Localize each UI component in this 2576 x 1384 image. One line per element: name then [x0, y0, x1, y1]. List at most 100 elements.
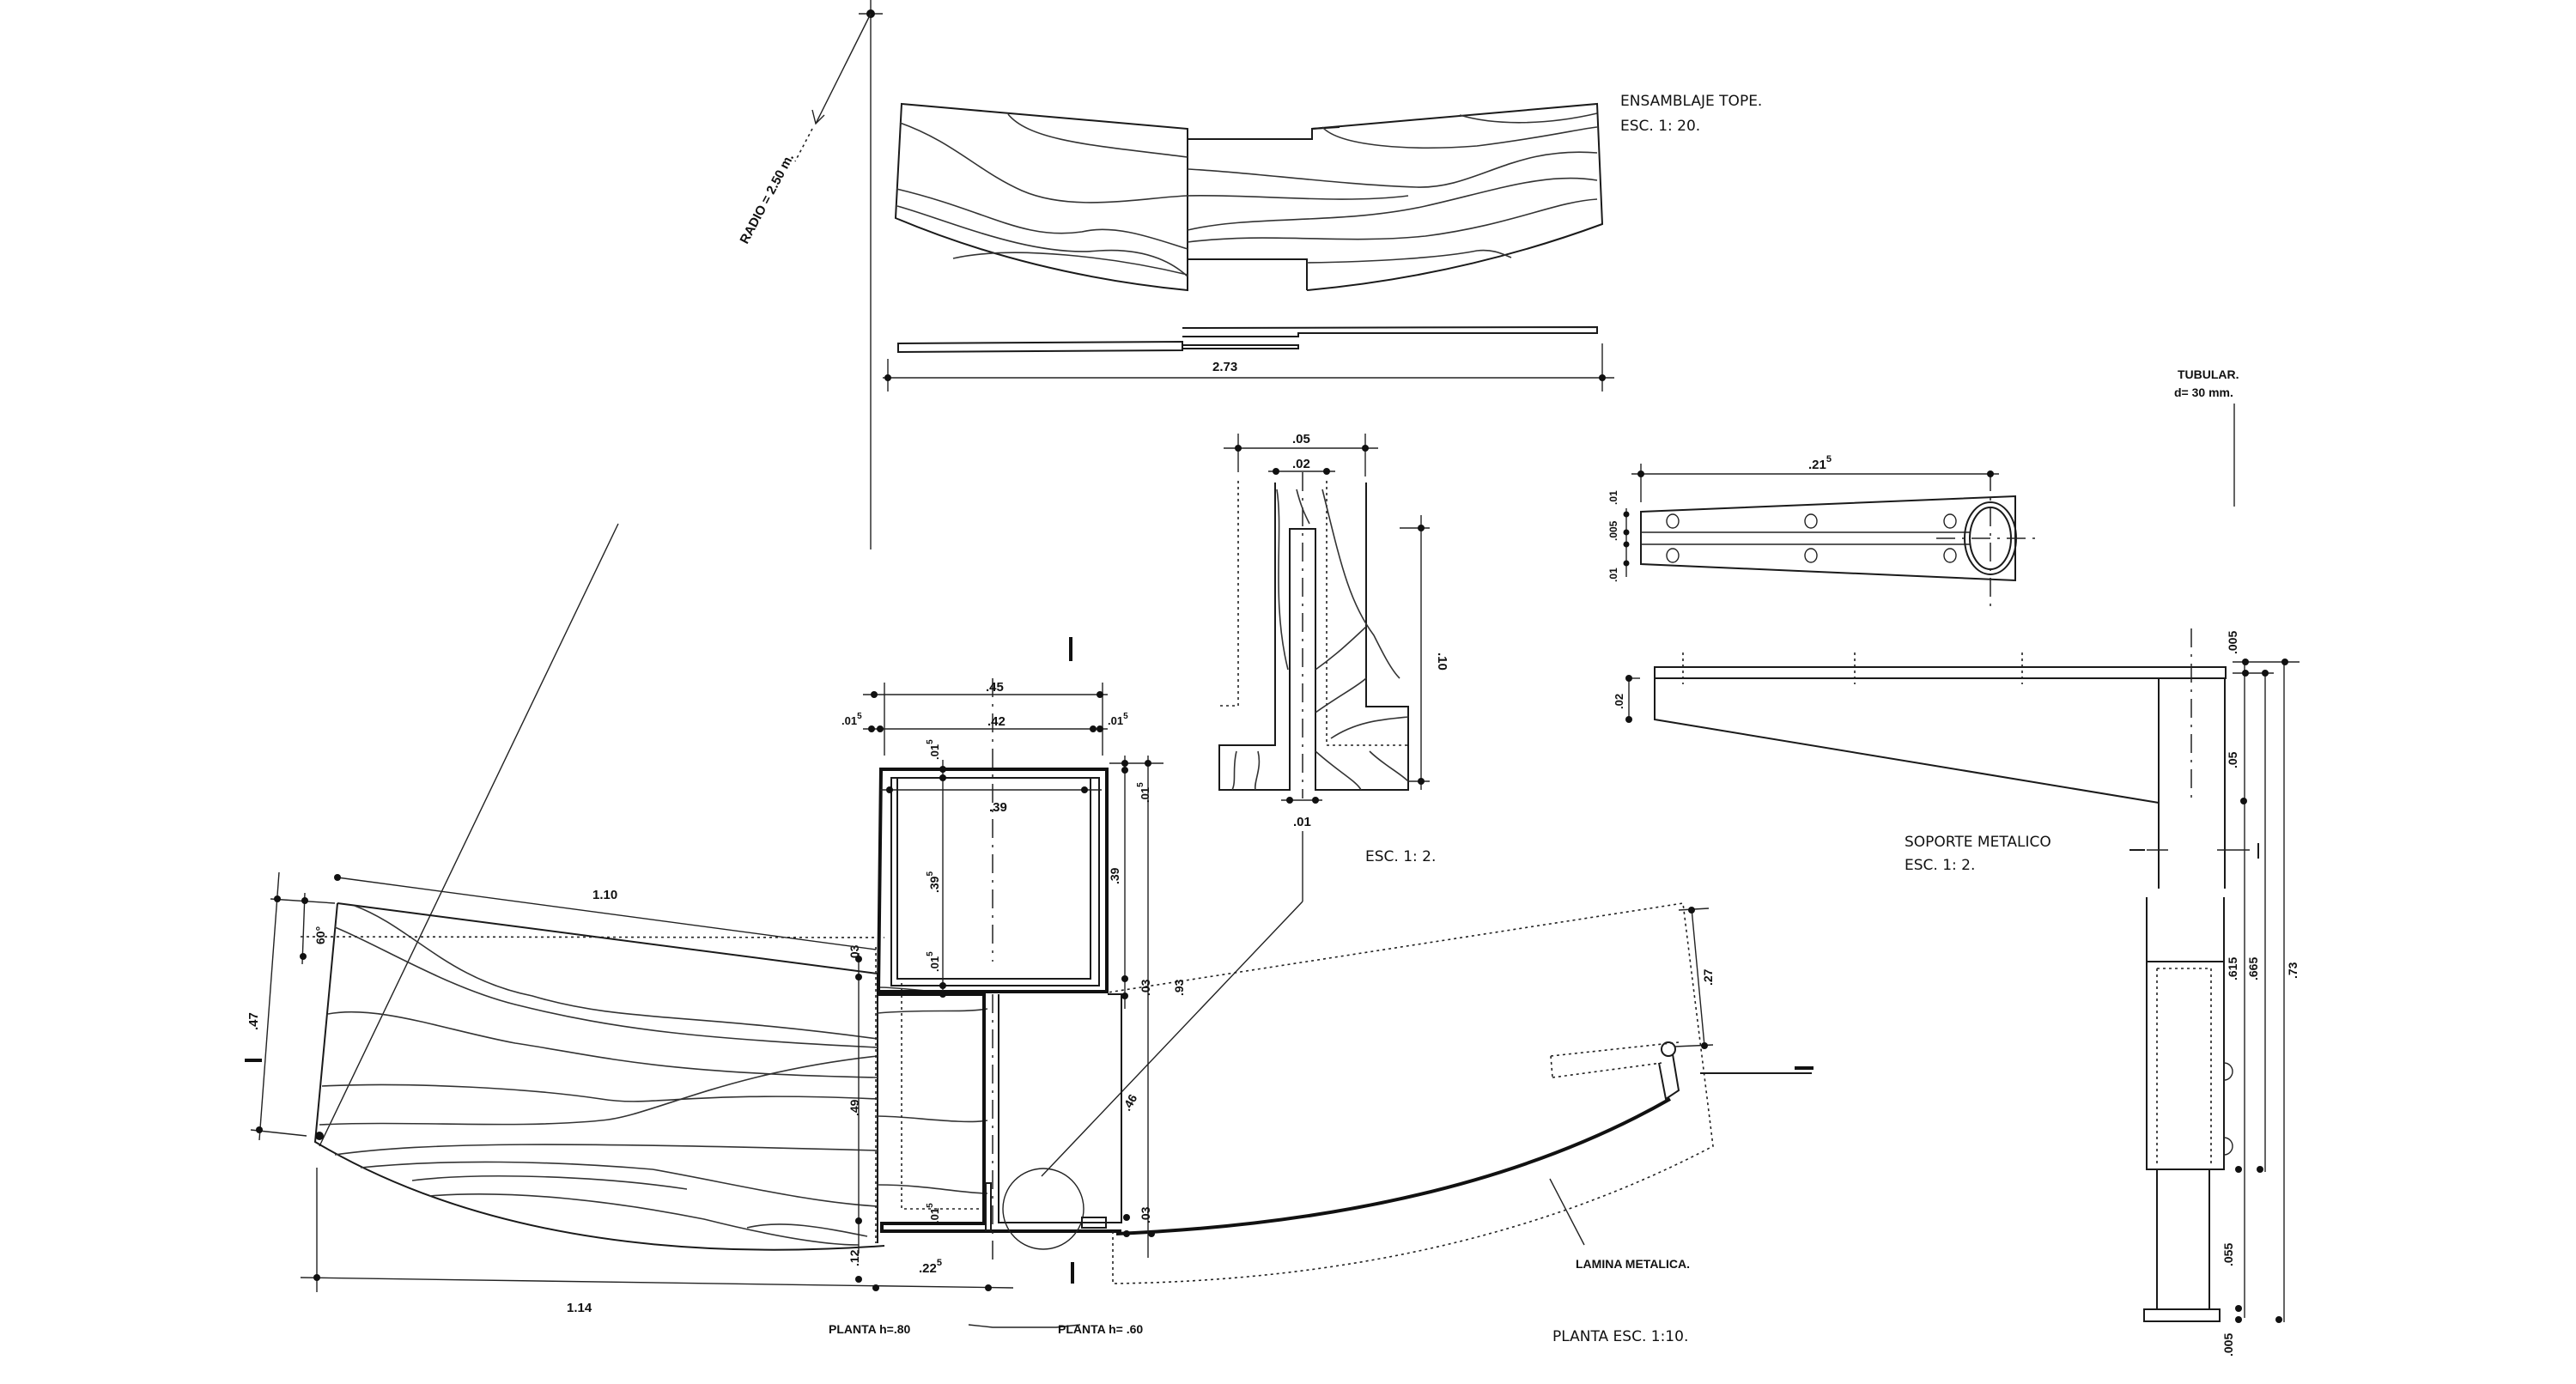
lamina-hinge-pin — [1661, 1041, 1676, 1057]
dim-node — [1090, 725, 1097, 732]
grain-line — [354, 905, 878, 1040]
stem-wall-inner — [998, 993, 1122, 1223]
dim-01-label: .01 — [1293, 815, 1311, 829]
dim-node — [256, 1126, 263, 1133]
box-lining — [896, 778, 1091, 980]
dim-node — [2281, 659, 2288, 665]
ensamblaje-scale: ESC. 1: 20. — [1620, 118, 1700, 135]
dim-273-label: 2.73 — [1212, 360, 1237, 374]
dim-02-flange: .02 — [1613, 694, 1625, 709]
bolt-hole — [1943, 548, 1957, 563]
dim-015-stem: .015 — [926, 1203, 941, 1223]
dim-03-right-top: .03 — [1139, 979, 1152, 996]
dim-node — [1286, 797, 1293, 804]
dim-node — [872, 1284, 879, 1291]
grain-line — [896, 205, 1188, 277]
grain-line — [896, 188, 1188, 250]
grain-line — [321, 1084, 878, 1102]
rivet — [2223, 1062, 2233, 1081]
left-wood-block — [894, 102, 1188, 292]
grain-line — [1321, 489, 1400, 679]
dim-node — [1701, 1042, 1708, 1049]
dim-node — [1097, 691, 1103, 698]
dim-60deg-label: 60° — [313, 926, 327, 944]
dim-node — [1637, 470, 1644, 477]
dim-005-top: .005 — [2226, 631, 2239, 654]
dim-39-label: .39 — [989, 800, 1007, 815]
dim-03-right-bottom: .03 — [1139, 1206, 1152, 1223]
support-plan-plate — [1640, 495, 2016, 582]
dim-015-right: .015 — [1108, 712, 1128, 727]
section-bracket — [968, 1324, 1081, 1328]
grain-line — [1187, 151, 1598, 188]
hinge-knuckle — [1081, 1217, 1107, 1229]
dim-plan-01-top: .01 — [1607, 490, 1619, 505]
grain-line — [334, 926, 878, 1048]
folded-lamina-dotted — [1550, 1041, 1680, 1078]
dim-node — [868, 725, 875, 732]
dim-49-label: .49 — [848, 1099, 861, 1116]
dim-node — [1121, 767, 1128, 774]
dim-node — [2242, 659, 2249, 665]
dim-27-label: .27 — [1701, 968, 1715, 986]
dim-10-label: .10 — [1435, 653, 1449, 671]
dim-02-label: .02 — [1292, 457, 1310, 471]
dim-line — [1691, 907, 1705, 1047]
support-top-flange — [1654, 666, 2227, 679]
rivet — [2223, 1137, 2233, 1156]
hidden-line — [901, 983, 987, 1210]
seat-envelope-dotted — [1107, 902, 1714, 1284]
dim-line-angle — [301, 892, 306, 965]
box-inner-wall — [890, 777, 1100, 986]
grain-line — [1231, 750, 1237, 791]
dim-node — [300, 953, 307, 960]
radius-dotted — [794, 128, 813, 162]
joint-hidden-line — [1326, 481, 1408, 746]
grain-line — [1459, 112, 1598, 124]
dim-node — [1273, 468, 1279, 475]
grain-line — [877, 1008, 988, 1014]
grain-line — [1276, 489, 1289, 671]
grain-line — [1187, 194, 1409, 200]
leader-line — [1041, 901, 1303, 1177]
dim-node — [1987, 470, 1994, 477]
bolt-hole — [1804, 513, 1818, 529]
box-outer-wall — [876, 768, 1109, 993]
dim-node — [939, 774, 946, 781]
support-foot — [2143, 1308, 2221, 1322]
dim-node — [1235, 445, 1242, 452]
dim-line-47 — [258, 871, 280, 1141]
dim-node — [1312, 797, 1319, 804]
dim-plan-005: .005 — [1607, 520, 1619, 541]
lamina-label: LAMINA METALICA. — [1576, 1257, 1690, 1271]
dim-114-label: 1.14 — [567, 1301, 592, 1315]
grain-line — [1007, 113, 1188, 158]
grain-line — [899, 122, 1188, 203]
radius-label: RADIO = 2.50 m. — [738, 151, 798, 246]
grain-line — [1369, 750, 1409, 782]
grain-line — [746, 1223, 868, 1237]
dim-node — [884, 374, 891, 381]
planta-title: PLANTA ESC. 1:10. — [1552, 1328, 1688, 1345]
grain-line — [1296, 489, 1310, 525]
grain-line — [1315, 626, 1367, 671]
dim-node — [855, 1276, 862, 1283]
dim-215-label: .215 — [1808, 454, 1832, 472]
dim-node — [1323, 468, 1330, 475]
dim-node — [1121, 992, 1128, 999]
dim-node — [1623, 511, 1630, 518]
dim-12-label: .12 — [848, 1249, 861, 1266]
dim-node — [939, 766, 946, 773]
dim-node — [871, 691, 878, 698]
dim-node — [1123, 1230, 1130, 1237]
sleeve-hidden — [2156, 968, 2212, 1164]
grain-line — [428, 1193, 860, 1246]
lamina-metalica-curve — [1115, 1097, 1671, 1235]
dim-node — [1123, 1214, 1130, 1221]
dim-node — [1688, 907, 1695, 914]
grain-line — [1315, 750, 1362, 791]
dim-node — [886, 786, 893, 793]
angle-reference-line — [300, 936, 885, 938]
dim-node — [855, 974, 862, 980]
